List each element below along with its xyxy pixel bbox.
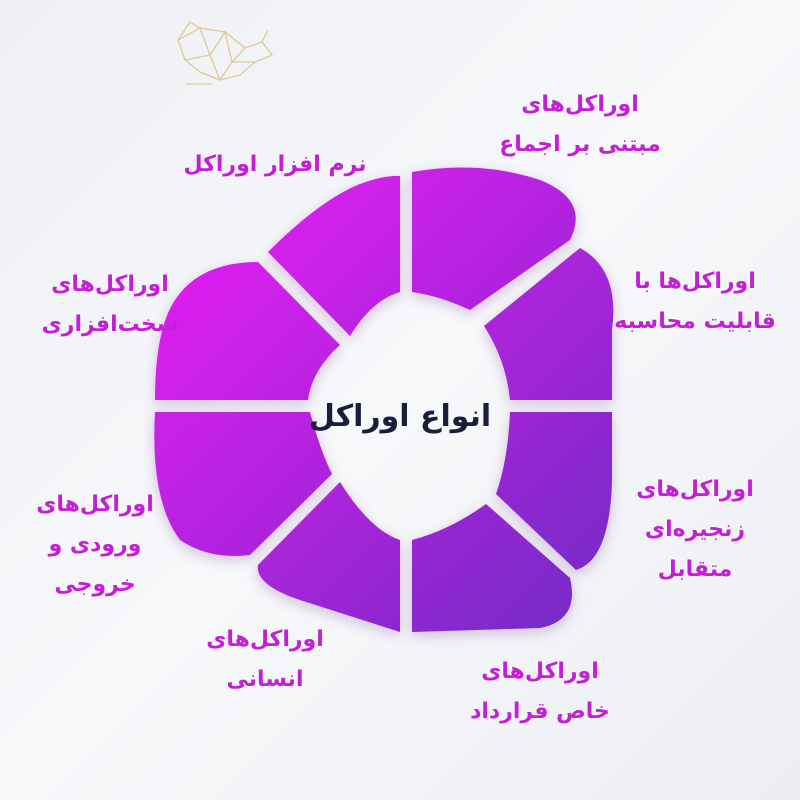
segment-cross-chain (496, 412, 612, 570)
segment-consensus (412, 167, 576, 310)
label-human: اوراکل‌های انسانی (206, 627, 324, 692)
label-cross-chain: اوراکل‌های زنجیره‌ای متقابل (636, 477, 754, 582)
segment-human (257, 482, 400, 632)
segment-hardware (155, 262, 340, 400)
geometric-bull-logo-icon (177, 21, 274, 85)
center-title: انواع اوراکل (308, 399, 492, 434)
label-consensus: اوراکل‌های مبتنی بر اجماع (499, 92, 661, 157)
label-computation: اوراکل‌ها با قابلیت محاسبه (614, 269, 776, 334)
segment-input-output (154, 412, 332, 556)
label-input-output: اوراکل‌های ورودی و خروجی (36, 492, 154, 597)
label-hardware: اوراکل‌های سخت‌افزاری (41, 272, 179, 337)
segment-software (268, 175, 400, 336)
label-contract-specific: اوراکل‌های خاص قرارداد (470, 659, 610, 724)
segment-contract-specific (412, 504, 572, 632)
label-software: نرم افزار اوراکل (183, 152, 367, 177)
segment-computation (484, 248, 614, 400)
